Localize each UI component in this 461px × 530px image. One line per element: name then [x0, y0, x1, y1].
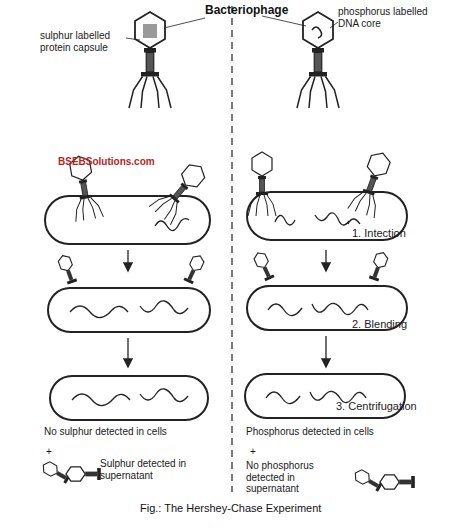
watermark: BSEBSolutions.com	[58, 156, 155, 168]
callout-label: phosphorus labelled DNA core	[338, 6, 434, 29]
result-label: Phosphorus detected in cells	[246, 426, 374, 438]
callout-label: sulphur labelled protein capsule	[40, 30, 128, 53]
result-label: Sulphur detected in supernatant	[100, 458, 220, 481]
step-label: 2. Blending	[352, 318, 407, 331]
plus-sign: +	[46, 446, 52, 458]
step-label: 1. Intection	[352, 227, 406, 240]
figure-caption: Fig.: The Hershey-Chase Experiment	[140, 502, 321, 515]
title-label: Bacteriophage	[205, 4, 288, 18]
result-label: No phosphorus detected in supernatant	[246, 460, 346, 495]
result-label: No sulphur detected in cells	[44, 426, 167, 438]
plus-sign: +	[250, 446, 256, 458]
step-label: 3. Centrifugation	[336, 400, 417, 413]
